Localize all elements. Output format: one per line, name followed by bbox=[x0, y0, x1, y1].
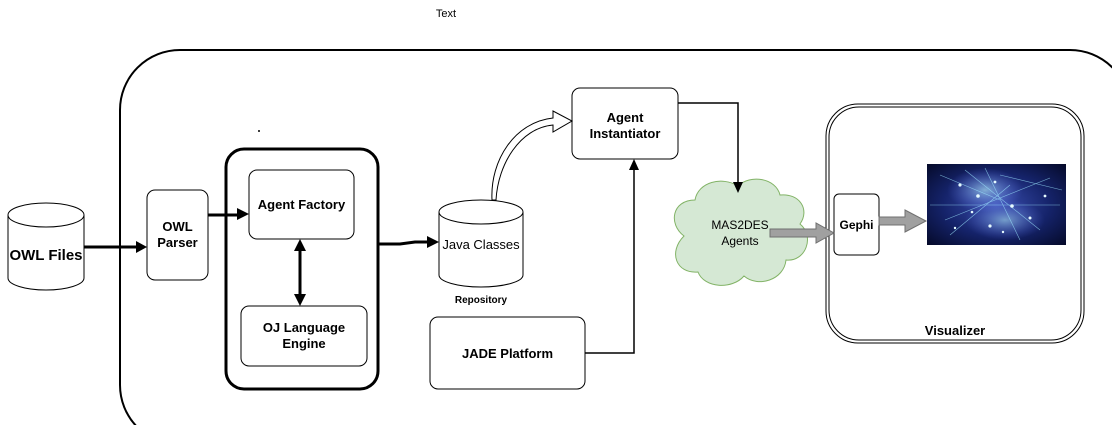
connectors bbox=[84, 102, 928, 354]
agent-instantiator-label: Agent Instantiator bbox=[572, 110, 678, 142]
network-visualization-image bbox=[927, 164, 1066, 245]
owl-files-label: OWL Files bbox=[9, 246, 83, 264]
owl-parser-label: OWL Parser bbox=[147, 219, 208, 251]
visualizer-label: Visualizer bbox=[924, 322, 986, 338]
java-classes-label: Java Classes bbox=[442, 236, 520, 252]
owl-parser-line2: Parser bbox=[157, 235, 198, 250]
mas2des-line2: Agents bbox=[721, 234, 759, 248]
floating-text: Text bbox=[435, 8, 457, 20]
gephi-label: Gephi bbox=[839, 218, 874, 232]
agent-instantiator-line2: Instantiator bbox=[589, 126, 661, 141]
oj-engine-label: OJ Language Engine bbox=[241, 320, 367, 352]
stray-dot bbox=[258, 130, 260, 132]
oj-engine-line2: Engine bbox=[282, 336, 326, 351]
oj-engine-line1: OJ Language bbox=[262, 320, 346, 335]
agent-factory-label: Agent Factory bbox=[257, 196, 346, 212]
owl-files-cylinder bbox=[7, 202, 85, 291]
mas2des-label: MAS2DES Agents bbox=[700, 217, 780, 249]
jade-platform-label: JADE Platform bbox=[461, 345, 554, 361]
agent-factory-box bbox=[248, 169, 355, 240]
owl-parser-box bbox=[146, 189, 209, 281]
oj-engine-box bbox=[240, 305, 368, 367]
agent-instantiator-box bbox=[571, 87, 679, 160]
repository-label: Repository bbox=[454, 295, 508, 306]
agent-instantiator-line1: Agent bbox=[606, 110, 644, 125]
visualizer-inner bbox=[828, 106, 1082, 341]
java-classes-cylinder bbox=[438, 199, 524, 288]
owl-parser-line1: OWL bbox=[162, 219, 193, 234]
mas2des-line1: MAS2DES bbox=[711, 218, 769, 232]
mas2des-cloud bbox=[673, 178, 808, 286]
